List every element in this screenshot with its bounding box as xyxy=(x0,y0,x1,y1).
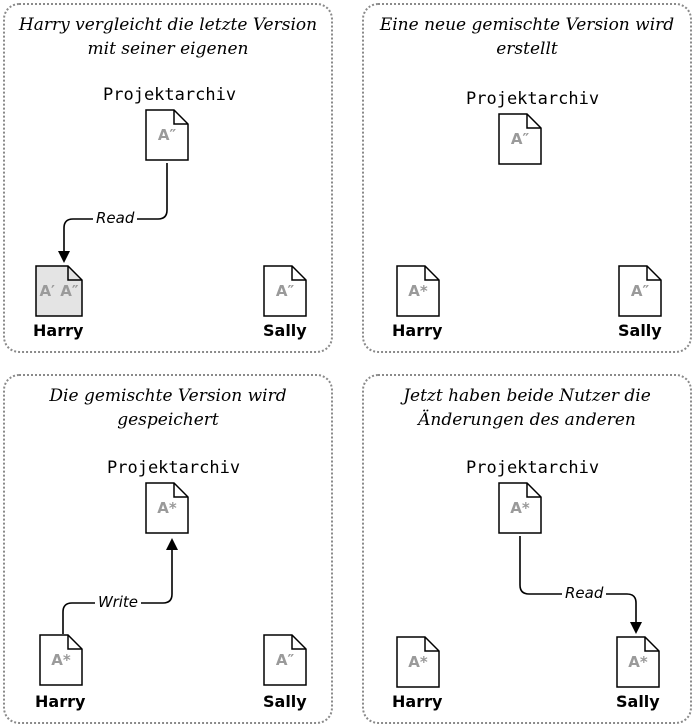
document-icon xyxy=(39,634,83,686)
sally-document: A″ xyxy=(618,265,662,317)
document-icon xyxy=(618,265,662,317)
panel-new-merged-version: Eine neue gemischte Version wird erstell… xyxy=(362,3,692,353)
document-icon xyxy=(263,265,307,317)
harry-document: A* xyxy=(39,634,83,686)
document-version-label: A″ xyxy=(275,282,295,300)
document-version-label: A″ xyxy=(510,130,530,148)
document-version-label: A″ xyxy=(630,282,650,300)
document-icon xyxy=(263,634,307,686)
write-arrow-label: Write xyxy=(95,593,142,611)
repository-document: A″ xyxy=(145,109,189,161)
panel-title: Harry vergleicht die letzte Version mit … xyxy=(18,15,318,59)
document-icon xyxy=(498,482,542,534)
sally-label: Sally xyxy=(618,321,662,340)
sally-document: A* xyxy=(616,636,660,688)
document-version-label: A″ xyxy=(157,126,177,144)
panel-title: Jetzt haben beide Nutzer die Änderungen … xyxy=(403,386,651,430)
document-version-label: A′ A″ xyxy=(39,282,79,300)
document-version-label: A* xyxy=(408,653,428,671)
repository-document: A* xyxy=(498,482,542,534)
panel-both-have-changes: Jetzt haben beide Nutzer die Änderungen … xyxy=(362,374,692,724)
document-version-label: A* xyxy=(628,653,648,671)
document-version-label: A* xyxy=(408,282,428,300)
repository-document: A* xyxy=(145,482,189,534)
sally-label: Sally xyxy=(263,692,307,711)
document-version-label: A* xyxy=(51,651,71,669)
panel-title: Die gemischte Version wird gespeichert xyxy=(49,386,287,430)
harry-label: Harry xyxy=(392,321,443,340)
read-arrow-label: Read xyxy=(562,584,607,602)
panel-merged-version-saved: Die gemischte Version wird gespeichert P… xyxy=(3,374,333,724)
read-arrow-label: Read xyxy=(93,209,138,227)
panel-title: Eine neue gemischte Version wird erstell… xyxy=(379,15,675,59)
document-icon xyxy=(145,109,189,161)
document-version-label: A″ xyxy=(275,651,295,669)
document-icon xyxy=(396,636,440,688)
document-icon xyxy=(396,265,440,317)
repository-label: Projektarchiv xyxy=(466,89,600,109)
repository-label: Projektarchiv xyxy=(103,85,237,105)
document-icon xyxy=(145,482,189,534)
document-icon xyxy=(616,636,660,688)
harry-label: Harry xyxy=(35,692,86,711)
panel-harry-compares: Harry vergleicht die letzte Version mit … xyxy=(3,3,333,353)
document-version-label: A* xyxy=(157,499,177,517)
harry-label: Harry xyxy=(392,692,443,711)
document-icon xyxy=(35,265,83,317)
document-version-label: A* xyxy=(510,499,530,517)
sally-label: Sally xyxy=(263,321,307,340)
sally-document: A″ xyxy=(263,265,307,317)
harry-document: A* xyxy=(396,265,440,317)
document-icon xyxy=(498,113,542,165)
sally-document: A″ xyxy=(263,634,307,686)
sally-label: Sally xyxy=(616,692,660,711)
repository-label: Projektarchiv xyxy=(107,458,241,478)
harry-document: A* xyxy=(396,636,440,688)
repository-label: Projektarchiv xyxy=(466,458,600,478)
harry-document: A′ A″ xyxy=(35,265,83,317)
harry-label: Harry xyxy=(33,321,84,340)
repository-document: A″ xyxy=(498,113,542,165)
